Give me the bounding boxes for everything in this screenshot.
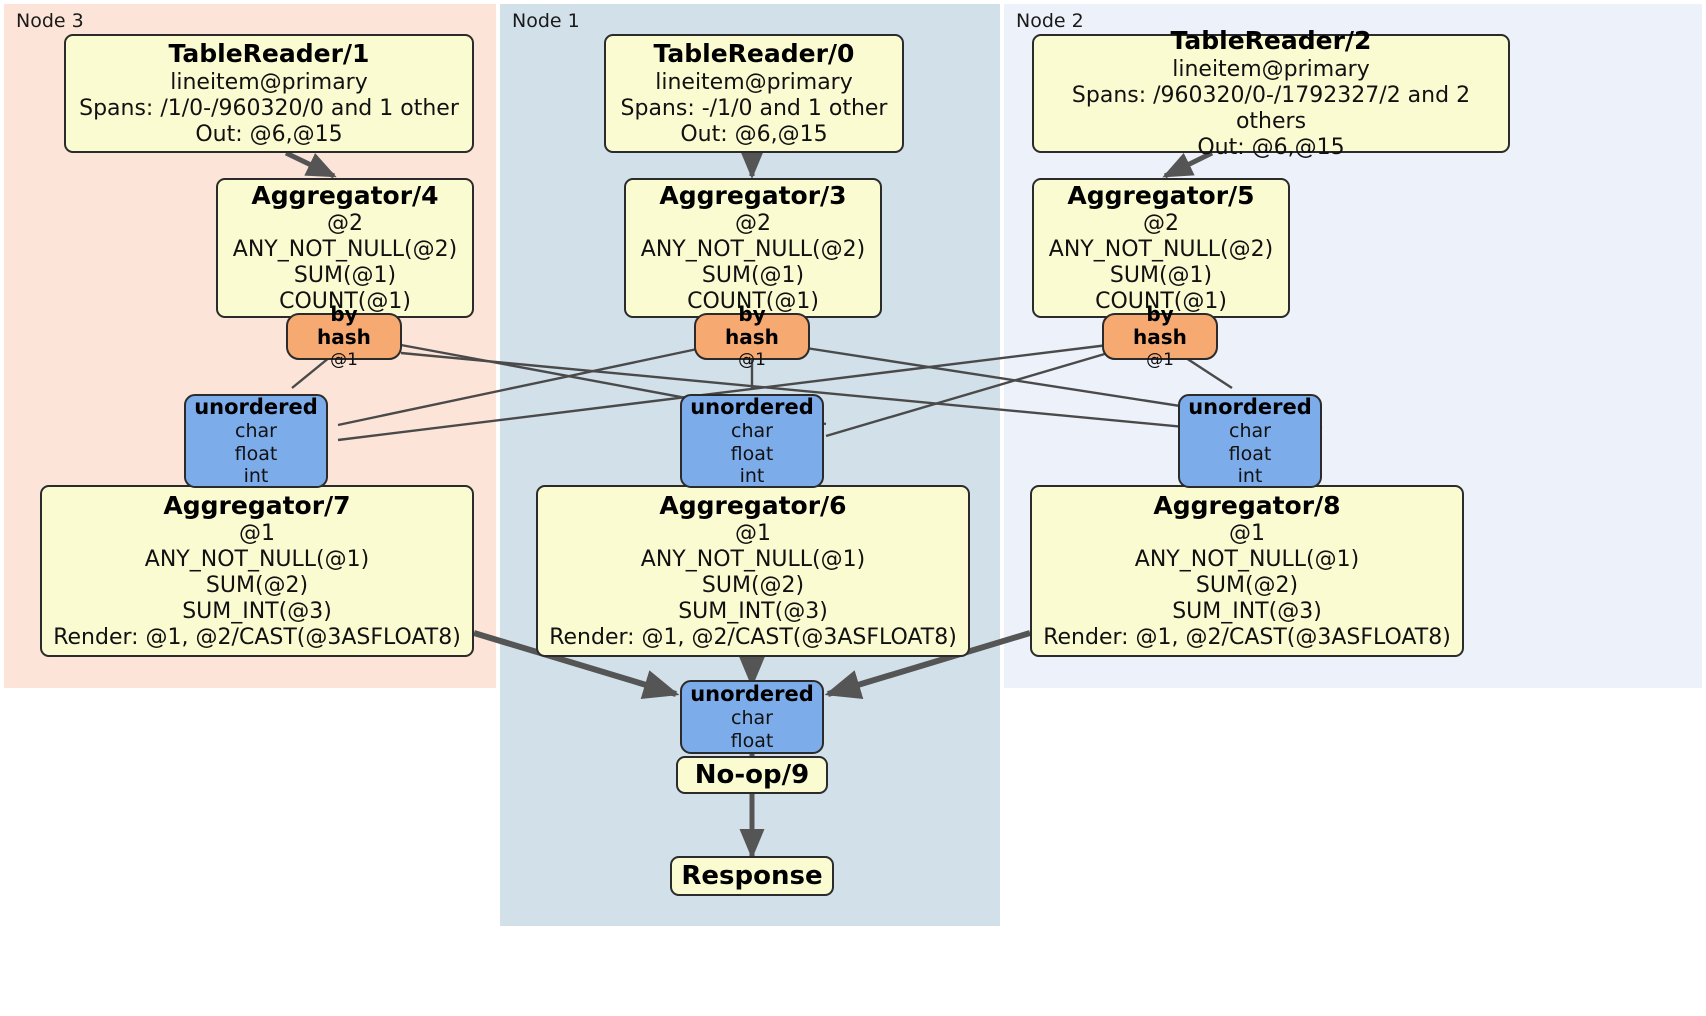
input-synchronizer-unordered-8[interactable]: unordered char float int xyxy=(1178,394,1322,488)
processor-func-1: ANY_NOT_NULL(@1) xyxy=(1134,547,1360,573)
processor-group: @2 xyxy=(735,211,771,237)
receiver-type-2: float xyxy=(730,729,774,752)
router-column: @1 xyxy=(1146,350,1174,371)
node-panel-label-node2: Node 2 xyxy=(1016,10,1084,32)
processor-func-3: COUNT(@1) xyxy=(279,289,411,315)
processor-func-3: SUM_INT(@3) xyxy=(182,599,332,625)
processor-table: lineitem@primary xyxy=(170,69,368,95)
processor-title: TableReader/2 xyxy=(1170,26,1372,56)
receiver-type-3: int xyxy=(243,465,269,488)
processor-func-2: SUM(@2) xyxy=(205,573,309,599)
processor-title: Aggregator/6 xyxy=(659,490,847,520)
processor-aggregator-8[interactable]: Aggregator/8 @1 ANY_NOT_NULL(@1) SUM(@2)… xyxy=(1030,485,1464,657)
receiver-type-3: int xyxy=(1237,465,1263,488)
router-column: @1 xyxy=(330,350,358,371)
receiver-title: unordered xyxy=(690,394,814,419)
router-title: by hash xyxy=(317,301,371,350)
processor-func-1: ANY_NOT_NULL(@1) xyxy=(640,547,866,573)
processor-title: TableReader/1 xyxy=(168,39,370,69)
processor-func-3: SUM_INT(@3) xyxy=(1172,599,1322,625)
processor-title: Aggregator/8 xyxy=(1153,490,1341,520)
processor-render: Render: @1, @2/CAST(@3ASFLOAT8) xyxy=(1043,625,1451,651)
receiver-title: unordered xyxy=(690,681,814,706)
output-router-by-hash-5[interactable]: by hash @1 xyxy=(1102,302,1218,370)
processor-title: Aggregator/7 xyxy=(163,490,351,520)
output-router-by-hash-3[interactable]: by hash @1 xyxy=(694,302,810,370)
router-title: by hash xyxy=(725,301,779,350)
processor-no-op-9[interactable]: No-op/9 xyxy=(676,756,828,794)
processor-spans: Spans: /1/0-/960320/0 and 1 other xyxy=(79,95,459,121)
input-synchronizer-unordered-7[interactable]: unordered char float int xyxy=(184,394,328,488)
receiver-type-1: char xyxy=(1229,420,1271,443)
receiver-type-3: int xyxy=(739,465,765,488)
processor-aggregator-3[interactable]: Aggregator/3 @2 ANY_NOT_NULL(@2) SUM(@1)… xyxy=(624,178,882,318)
processor-aggregator-4[interactable]: Aggregator/4 @2 ANY_NOT_NULL(@2) SUM(@1)… xyxy=(216,178,474,318)
processor-aggregator-6[interactable]: Aggregator/6 @1 ANY_NOT_NULL(@1) SUM(@2)… xyxy=(536,485,970,657)
receiver-type-1: char xyxy=(235,420,277,443)
processor-title: Aggregator/5 xyxy=(1067,180,1255,210)
processor-table: lineitem@primary xyxy=(655,69,853,95)
processor-group: @1 xyxy=(735,521,771,547)
processor-aggregator-5[interactable]: Aggregator/5 @2 ANY_NOT_NULL(@2) SUM(@1)… xyxy=(1032,178,1290,318)
processor-func-2: SUM(@1) xyxy=(293,263,397,289)
processor-func-1: ANY_NOT_NULL(@2) xyxy=(640,237,866,263)
node-panel-label-node1: Node 1 xyxy=(512,10,580,32)
processor-func-1: ANY_NOT_NULL(@2) xyxy=(232,237,458,263)
processor-func-1: ANY_NOT_NULL(@2) xyxy=(1048,237,1274,263)
router-title: by hash xyxy=(1133,301,1187,350)
receiver-type-2: float xyxy=(730,442,774,465)
processor-aggregator-7[interactable]: Aggregator/7 @1 ANY_NOT_NULL(@1) SUM(@2)… xyxy=(40,485,474,657)
processor-title: Aggregator/4 xyxy=(251,180,439,210)
receiver-type-1: char xyxy=(731,707,773,730)
processor-tablereader-2[interactable]: TableReader/2 lineitem@primary Spans: /9… xyxy=(1032,26,1510,160)
processor-func-3: COUNT(@1) xyxy=(1095,289,1227,315)
processor-group: @2 xyxy=(1143,211,1179,237)
processor-out: Out: @6,@15 xyxy=(195,121,343,147)
processor-tablereader-0[interactable]: TableReader/0 lineitem@primary Spans: -/… xyxy=(604,34,904,153)
processor-render: Render: @1, @2/CAST(@3ASFLOAT8) xyxy=(549,625,957,651)
processor-func-3: SUM_INT(@3) xyxy=(678,599,828,625)
processor-spans: Spans: /960320/0-/1792327/2 and 2 others xyxy=(1071,82,1471,134)
input-synchronizer-unordered-final[interactable]: unordered char float xyxy=(680,680,824,754)
processor-group: @2 xyxy=(327,211,363,237)
receiver-title: unordered xyxy=(194,394,318,419)
input-synchronizer-unordered-6[interactable]: unordered char float int xyxy=(680,394,824,488)
node-panel-label-node3: Node 3 xyxy=(16,10,84,32)
processor-tablereader-1[interactable]: TableReader/1 lineitem@primary Spans: /1… xyxy=(64,34,474,153)
processor-func-1: ANY_NOT_NULL(@1) xyxy=(144,547,370,573)
processor-func-2: SUM(@2) xyxy=(701,573,805,599)
processor-func-2: SUM(@2) xyxy=(1195,573,1299,599)
processor-group: @1 xyxy=(239,521,275,547)
processor-title: No-op/9 xyxy=(694,759,810,790)
response-title: Response xyxy=(681,860,823,891)
processor-func-3: COUNT(@1) xyxy=(687,289,819,315)
receiver-type-2: float xyxy=(234,442,278,465)
processor-render: Render: @1, @2/CAST(@3ASFLOAT8) xyxy=(53,625,461,651)
processor-out: Out: @6,@15 xyxy=(1197,134,1345,160)
processor-group: @1 xyxy=(1229,521,1265,547)
receiver-type-2: float xyxy=(1228,442,1272,465)
receiver-type-1: char xyxy=(731,420,773,443)
processor-out: Out: @6,@15 xyxy=(680,121,828,147)
receiver-title: unordered xyxy=(1188,394,1312,419)
router-column: @1 xyxy=(738,350,766,371)
processor-spans: Spans: -/1/0 and 1 other xyxy=(620,95,888,121)
output-router-by-hash-4[interactable]: by hash @1 xyxy=(286,302,402,370)
processor-func-2: SUM(@1) xyxy=(1109,263,1213,289)
processor-title: Aggregator/3 xyxy=(659,180,847,210)
processor-func-2: SUM(@1) xyxy=(701,263,805,289)
processor-title: TableReader/0 xyxy=(653,39,855,69)
response-node[interactable]: Response xyxy=(670,856,834,896)
processor-table: lineitem@primary xyxy=(1172,56,1370,82)
